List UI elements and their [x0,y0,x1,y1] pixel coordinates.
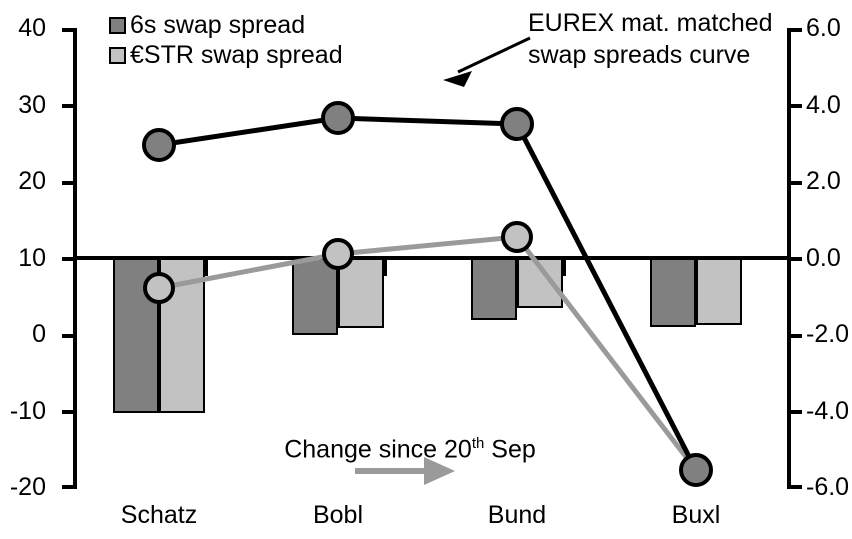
left-axis-tick-label: -20 [9,473,46,501]
black-marker-buxl [679,453,713,487]
left-axis-tick [62,28,77,32]
right-axis-tick-label: 2.0 [806,167,841,195]
gray-marker-bund [501,221,533,253]
bar-bobl-estr [338,258,384,328]
category-label-bund: Bund [487,501,547,529]
right-axis-tick-label: -6.0 [806,473,850,501]
bar-bobl-6s [292,258,338,335]
curve-annotation-line2: swap spreads curve [528,41,751,69]
right-axis-tick [787,410,802,414]
right-axis-tick [787,104,802,108]
category-label-buxl: Buxl [671,501,721,529]
category-label-schatz: Schatz [120,501,198,529]
legend-swatch-icon [109,46,126,64]
right-axis-tick [787,334,802,338]
change-annotation-suffix: Sep [484,435,536,464]
left-axis-tick [62,104,77,108]
black-marker-bobl [321,101,355,135]
left-axis-tick-label: -10 [9,397,46,425]
left-axis-tick [62,257,77,261]
bar-buxl-6s [650,258,696,327]
bar-schatz-estr [159,258,205,413]
right-axis-tick-label: -2.0 [806,320,850,348]
category-separator-tick [384,260,387,276]
legend-item-label: €STR swap spread [130,41,343,69]
curve-annotation-line1: EUREX mat. matched [528,9,773,37]
bar-schatz-6s [113,258,159,413]
change-annotation-superscript: th [471,435,485,452]
right-axis-tick-label: 6.0 [806,14,841,42]
category-separator-tick [563,260,566,276]
left-axis-tick [62,181,77,185]
legend-item-label: 6s swap spread [130,11,306,39]
curve-annotation-arrow [443,36,531,87]
left-axis-tick [62,485,77,489]
right-axis-tick-label: -4.0 [806,397,850,425]
bar-bund-6s [471,258,517,320]
left-axis-tick-label: 10 [18,244,46,272]
right-axis-tick [787,257,802,261]
black-marker-bund [500,107,534,141]
right-axis-tick-label: 4.0 [806,91,841,119]
left-axis-tick-label: 30 [18,91,46,119]
chart-legend: 6s swap spread €STR swap spread [109,12,343,72]
bar-bund-estr [517,258,563,308]
legend-item-6s: 6s swap spread [109,12,343,38]
right-axis-tick [787,485,802,489]
black-line-path [156,115,699,473]
change-annotation-prefix: Change since 20 [284,435,472,464]
change-annotation-text: Change since 20th Sep [250,430,570,463]
left-axis-tick [62,410,77,414]
bar-buxl-estr [696,258,742,325]
right-axis-tick [787,181,802,185]
left-axis-tick [62,334,77,338]
black-marker-schatz [142,128,176,162]
left-axis-tick-label: 20 [18,167,46,195]
left-axis-tick-label: 40 [18,14,46,42]
right-axis-tick [787,28,802,32]
legend-item-estr: €STR swap spread [109,42,343,68]
legend-swatch-icon [109,16,126,34]
left-axis-tick-label: 0 [32,320,46,348]
right-axis-tick-label: 0.0 [806,244,841,272]
category-separator-tick [205,260,208,276]
category-label-bobl: Bobl [312,501,364,529]
